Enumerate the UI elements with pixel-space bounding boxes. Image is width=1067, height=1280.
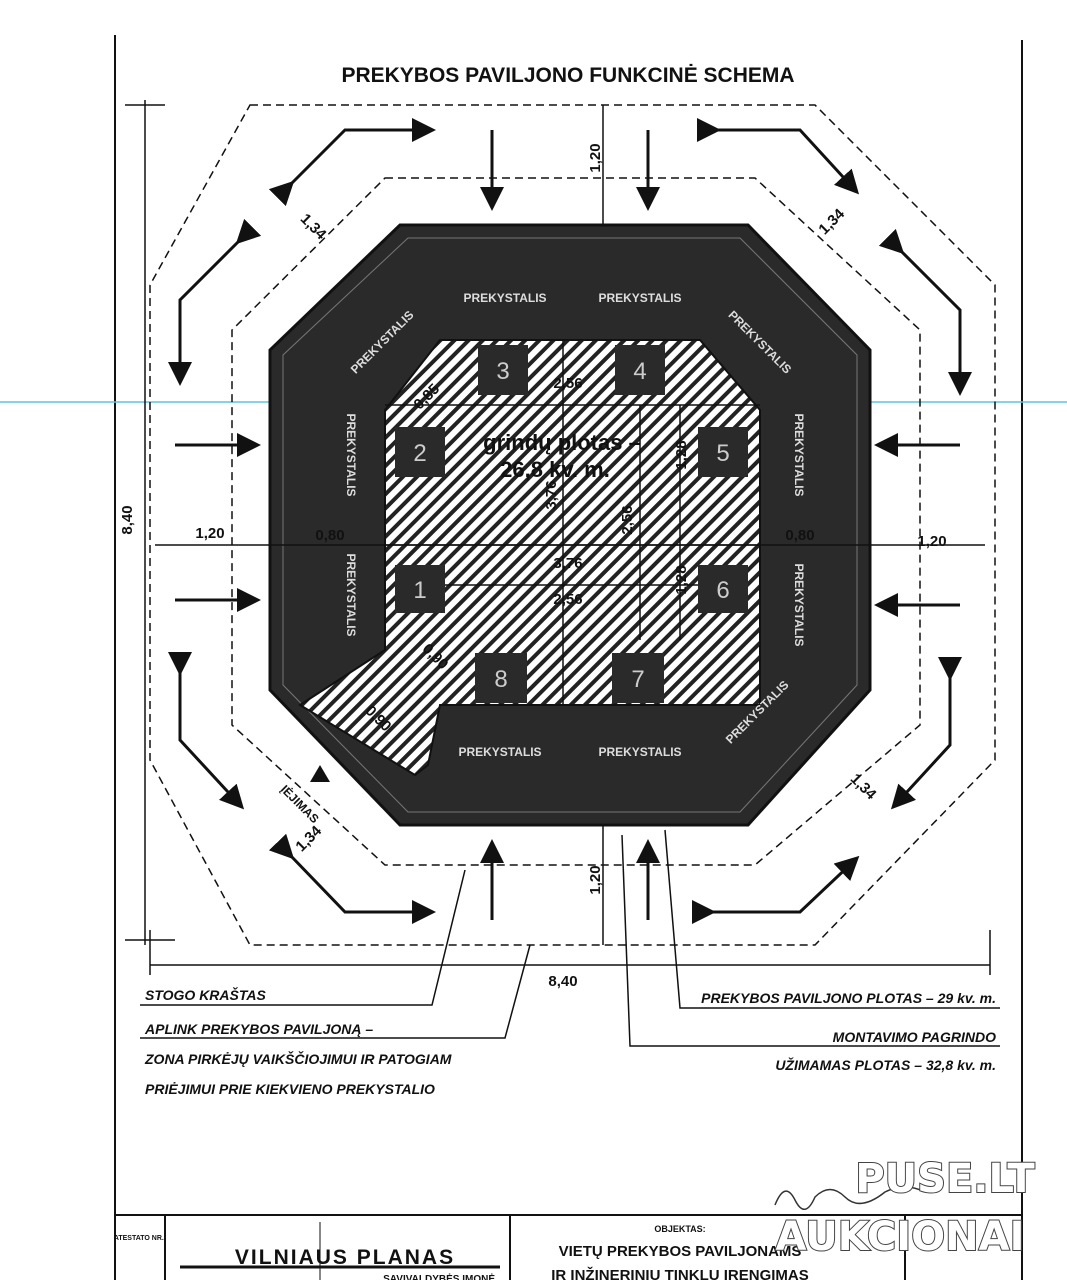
counter-label: PREKYSTALIS: [344, 553, 358, 636]
company-name: VILNIAUS PLANAS: [235, 1246, 455, 1269]
stall-7: 7: [612, 653, 664, 703]
dim-inner-width-bottom: 2,56: [553, 591, 582, 608]
stall-3: 3: [478, 345, 528, 395]
leader-lines: [140, 829, 1000, 1047]
dim-diagonal: 1,34: [847, 770, 880, 803]
stall-1: 1: [395, 565, 445, 613]
entrance-marker-icon: [310, 765, 330, 782]
note-zone-2: ZONA PIRKĖJŲ VAIKŠČIOJIMUI IR PATOGIAM: [144, 1050, 452, 1067]
object-label: OBJEKTAS:: [654, 1224, 705, 1234]
counter-label: PREKYSTALIS: [463, 291, 546, 305]
note-roof-edge: STOGO KRAŠTAS: [145, 986, 266, 1003]
dim-margin-left: 1,20: [195, 525, 224, 542]
object-line-1: VIETŲ PREKYBOS PAVILJONAMS: [559, 1243, 802, 1260]
company-sub: SAVIVALDYBĖS ĮMONĖ: [383, 1272, 495, 1280]
counter-label: PREKYSTALIS: [598, 291, 681, 305]
note-zone-3: PRIĖJIMUI PRIE KIEKVIENO PREKYSTALIO: [145, 1081, 435, 1097]
dim-inner-full: 3,76: [553, 555, 582, 572]
dim-counter-left: 0,80: [315, 527, 344, 544]
svg-text:5: 5: [716, 440, 729, 467]
counter-label: PREKYSTALIS: [598, 745, 681, 759]
signature: [774, 1186, 926, 1210]
dim-diagonal: 1,34: [815, 205, 848, 238]
walk-arrows: [168, 118, 972, 924]
counter-label: PREKYSTALIS: [792, 563, 806, 646]
page-title: PREKYBOS PAVILJONO FUNKCINĖ SCHEMA: [341, 64, 794, 87]
floor-label-2: 26,8 kv. m.: [500, 457, 610, 482]
counter-label: PREKYSTALIS: [344, 413, 358, 496]
dim-margin-bottom: 1,20: [587, 865, 604, 894]
stall-8: 8: [475, 653, 527, 703]
stall-5: 5: [698, 427, 748, 477]
object-line-2: IR INŽINERINIŲ TINKLŲ ĮRENGIMAS: [551, 1266, 809, 1280]
dim-counter-right: 0,80: [785, 527, 814, 544]
dim-diagonal: 1,34: [292, 822, 325, 855]
note-pavilion-area: PREKYBOS PAVILJONO PLOTAS – 29 kv. m.: [701, 990, 996, 1006]
dim-margin-top: 1,20: [587, 143, 604, 172]
roof-edge-outline: [149, 104, 996, 946]
dim-inner-width: 2,56: [553, 375, 582, 392]
floor-label-1: grindų plotas –: [483, 430, 641, 455]
counter-label: PREKYSTALIS: [458, 745, 541, 759]
svg-text:1: 1: [413, 577, 426, 604]
svg-text:8: 8: [494, 666, 507, 693]
note-zone-1: APLINK PREKYBOS PAVILJONĄ –: [144, 1021, 373, 1037]
counter-label: PREKYSTALIS: [792, 413, 806, 496]
dim-inner-height: 2,56: [619, 505, 636, 534]
watermark-line-2: AUKCIONAI: [776, 1214, 1025, 1260]
watermark-line-1: PUSE.LT: [855, 1156, 1035, 1202]
floor-grid: [155, 340, 985, 705]
dim-inner-full-vert: 3,76: [543, 480, 560, 509]
base-outline: [231, 177, 921, 866]
svg-text:7: 7: [631, 666, 644, 693]
dimension-lines: [125, 100, 991, 975]
cert-label: ATESTATO NR.:: [114, 1235, 166, 1242]
stall-2: 2: [395, 427, 445, 477]
dim-half-height: 1,28: [673, 440, 690, 469]
note-base-1: MONTAVIMO PAGRINDO: [833, 1029, 996, 1045]
svg-text:4: 4: [633, 358, 646, 385]
dim-margin-right: 1,20: [917, 533, 946, 550]
dim-half-height: 1,28: [673, 565, 690, 594]
pavilion-inner-edge: [282, 237, 858, 813]
svg-text:2: 2: [413, 440, 426, 467]
dim-overall-height: 8,40: [119, 505, 136, 534]
note-base-2: UŽIMAMAS PLOTAS – 32,8 kv. m.: [775, 1056, 996, 1073]
svg-text:3: 3: [496, 358, 509, 385]
stall-4: 4: [615, 345, 665, 395]
dim-overall-width: 8,40: [548, 973, 577, 990]
svg-text:6: 6: [716, 577, 729, 604]
stall-6: 6: [698, 565, 748, 613]
title-block-lines: [115, 1214, 1022, 1280]
